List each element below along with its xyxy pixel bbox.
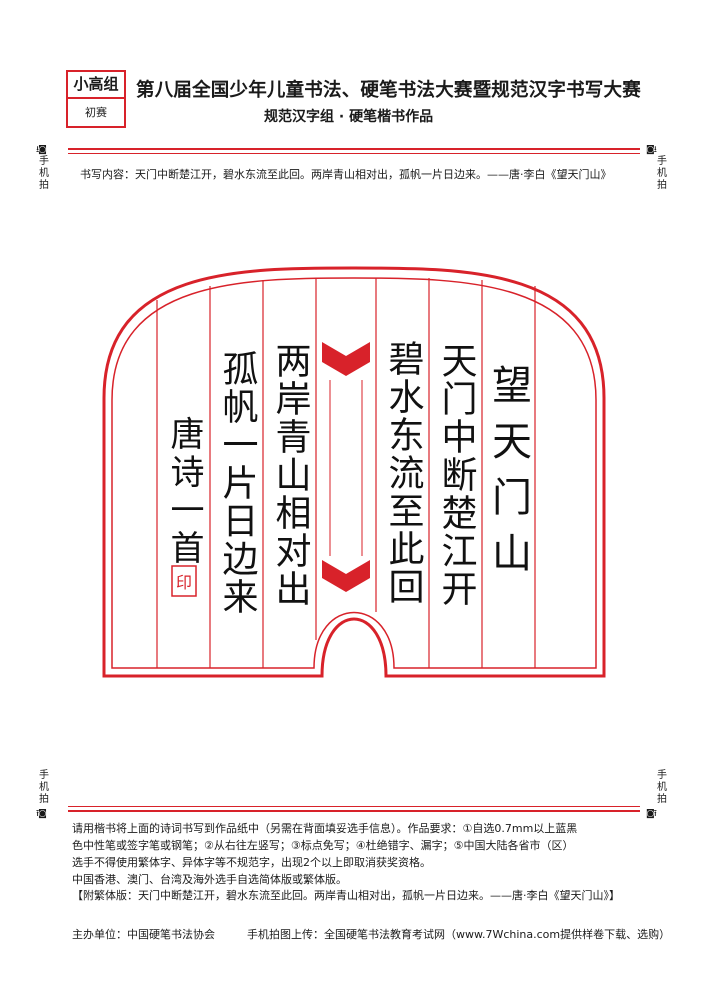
column-line-2: 碧水东流至此回	[383, 340, 424, 606]
upload-camera-icon: ⭱◙	[36, 809, 47, 819]
column-title: 望天门山	[485, 364, 531, 588]
instructions: 请用楷书将上面的诗词书写到作品纸中（另需在背面填妥选手信息）。作品要求：①自选0…	[72, 820, 652, 888]
bottom-red-line-thin	[68, 806, 640, 807]
footer-host: 主办单位：中国硬笔书法协会	[72, 928, 215, 941]
camera-download-icon: ◙⭳	[646, 145, 657, 155]
column-lines	[156, 278, 536, 668]
page-title: 第八届全国少年儿童书法、硬笔书法大赛暨规范汉字书写大赛	[136, 80, 641, 101]
instruction-line: 色中性笔或签字笔或钢笔；②从右往左竖写；③标点免写；④杜绝错字、漏字；⑤中国大陆…	[72, 839, 574, 852]
frame-outer	[102, 266, 606, 678]
frame-inner	[111, 277, 597, 669]
download-camera-icon: ⭳◙	[36, 145, 47, 155]
footer-upload: 手机拍图上传：全国硬笔书法教育考试网（www.7Wchina.com提供样卷下载…	[247, 928, 671, 941]
photo-label-bottom-right: 手机拍	[657, 770, 667, 805]
traditional-reference: 【附繁体版：天门中断楚江开，碧水东流至此回。两岸青山相对出，孤帆一片日边来。——…	[72, 889, 620, 902]
column-line-3: 两岸青山相对出	[270, 342, 311, 608]
chevron-bottom-icon	[322, 560, 370, 592]
photo-label-top-left: 手机拍	[39, 156, 49, 191]
bottom-red-line	[68, 810, 640, 812]
top-red-line	[68, 148, 640, 150]
red-seal: 印	[171, 565, 197, 597]
instruction-line: 选手不得使用繁体字、异体字等不规范字，出现2个以上即取消获奖资格。	[72, 856, 431, 869]
page-subtitle: 规范汉字组 · 硬笔楷书作品	[264, 109, 434, 125]
photo-label-top-right: 手机拍	[657, 156, 667, 191]
instruction-line: 中国香港、澳门、台湾及海外选手自选简体版或繁体版。	[72, 873, 347, 886]
column-signature: 唐诗一首	[164, 416, 204, 568]
column-line-1: 天门中断楚江开	[436, 342, 477, 608]
top-red-line-thin	[68, 153, 640, 154]
chevron-top-icon	[322, 342, 370, 376]
camera-upload-icon: ◙⭱	[646, 809, 657, 819]
badge-stage-label: 初赛	[85, 106, 107, 119]
badge-group-label: 小高组	[68, 72, 124, 99]
photo-label-bottom-left: 手机拍	[39, 770, 49, 805]
group-badge: 小高组 初赛	[66, 70, 126, 128]
content-line: 书写内容：天门中断楚江开，碧水东流至此回。两岸青山相对出，孤帆一片日边来。——唐…	[80, 168, 612, 181]
column-line-4: 孤帆一片日边来	[217, 350, 259, 616]
seal-text: 印	[176, 573, 192, 592]
instruction-line: 请用楷书将上面的诗词书写到作品纸中（另需在背面填妥选手信息）。作品要求：①自选0…	[72, 822, 578, 835]
